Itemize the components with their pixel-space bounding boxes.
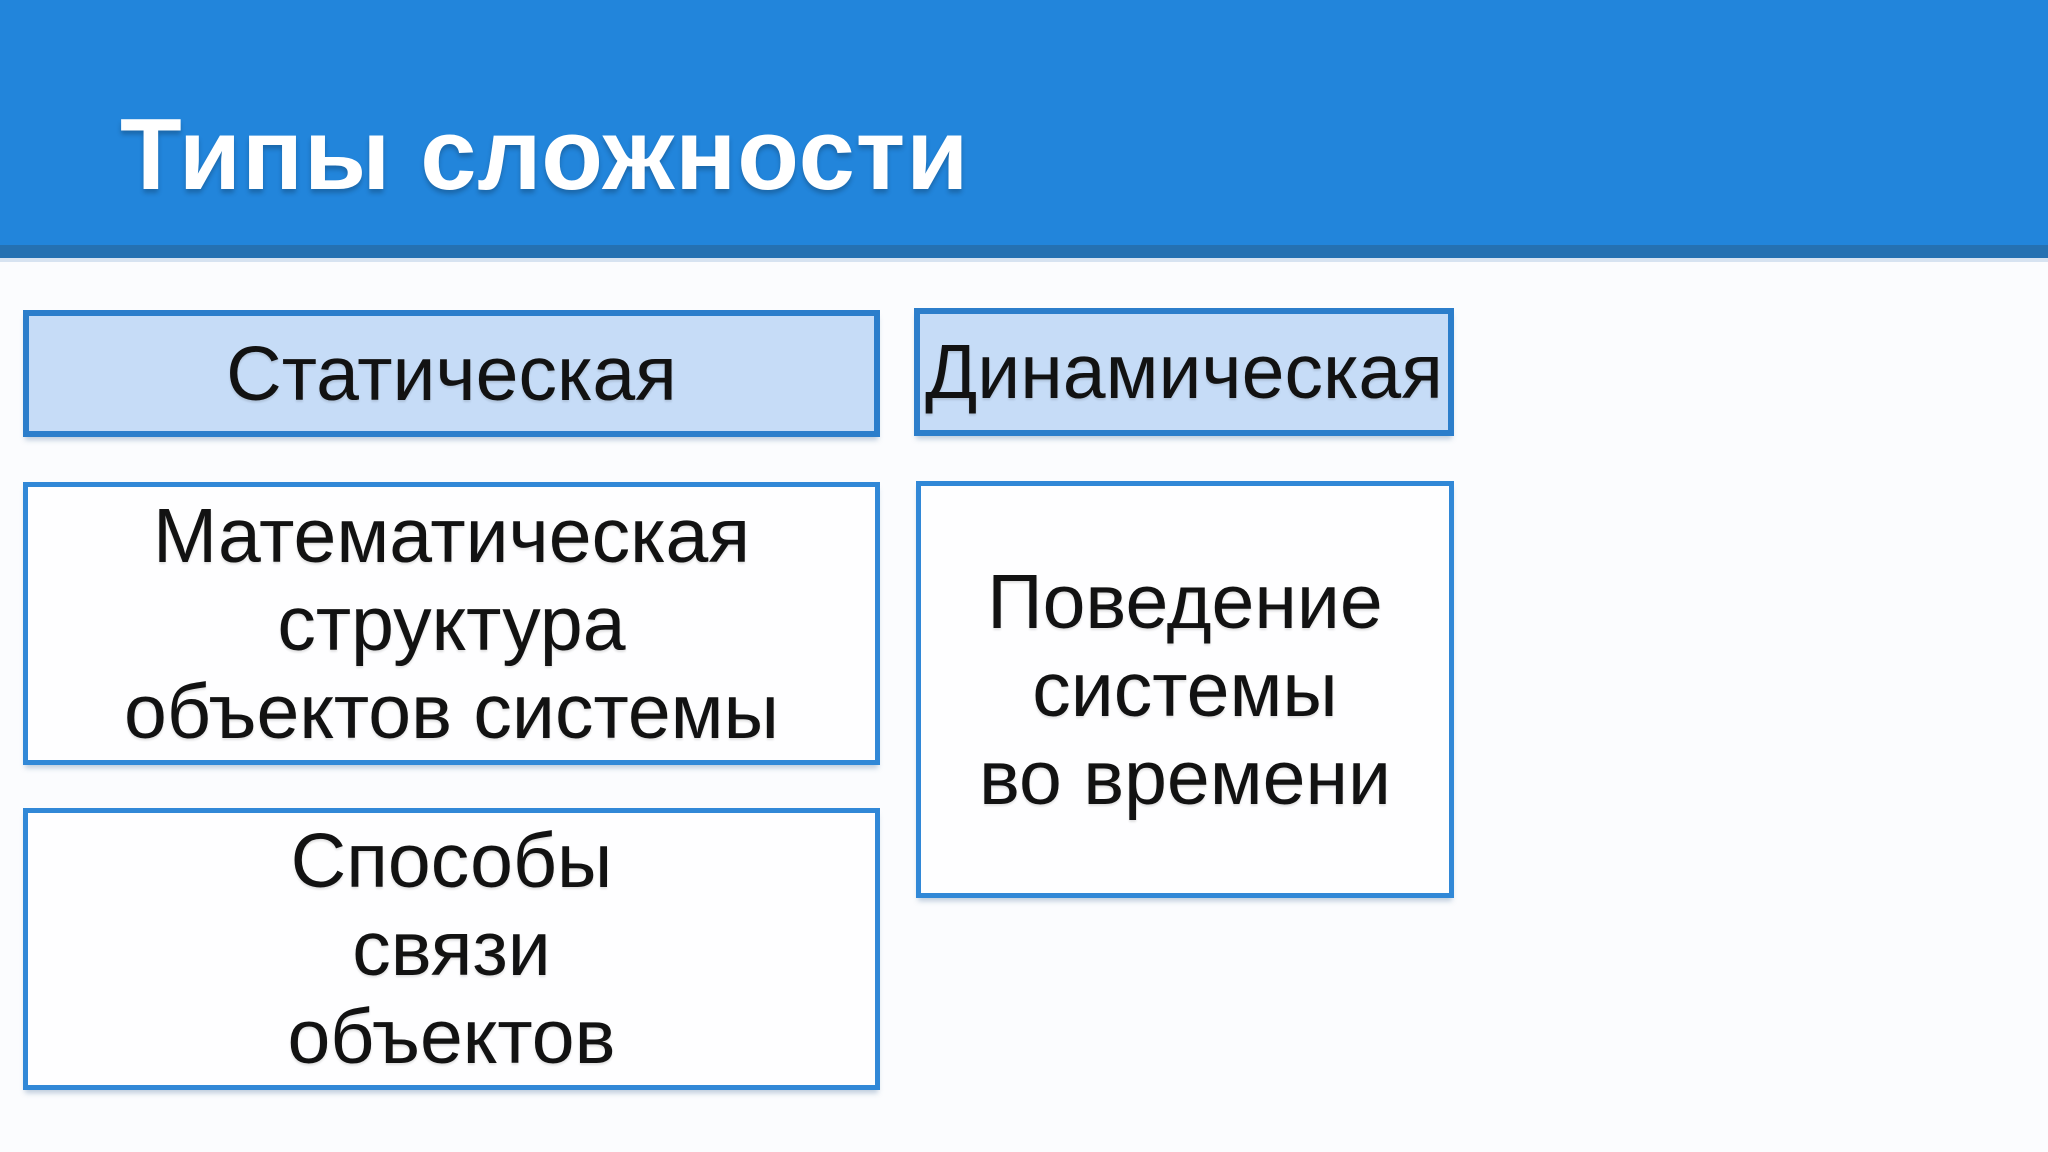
category-box-dynamic: Динамическая [914,308,1454,436]
header-underline [0,258,2048,262]
box-text-line: объектов системы [124,668,779,755]
box-text-line: во времени [978,734,1392,821]
page-title: Типы сложности [120,99,970,211]
detail-box-behavior: Поведение системы во времени [916,481,1454,898]
category-label-static: Статическая [226,330,677,417]
category-box-static: Статическая [23,310,880,437]
box-text-line: Математическая [152,492,751,579]
box-text-line: системы [1032,646,1338,733]
detail-box-math-structure: Математическая структура объектов систем… [23,482,880,765]
box-text-line: Поведение [987,558,1383,645]
box-text-line: связи [352,906,551,992]
header-accent-strip [0,245,2048,258]
box-text-line: структура [277,580,626,667]
slide-header: Типы сложности [0,0,2048,245]
category-label-dynamic: Динамическая [925,329,1443,415]
detail-box-link-methods: Способы связи объектов [23,808,880,1090]
box-text-line: Способы [290,818,613,904]
box-text-line: объектов [287,994,616,1080]
